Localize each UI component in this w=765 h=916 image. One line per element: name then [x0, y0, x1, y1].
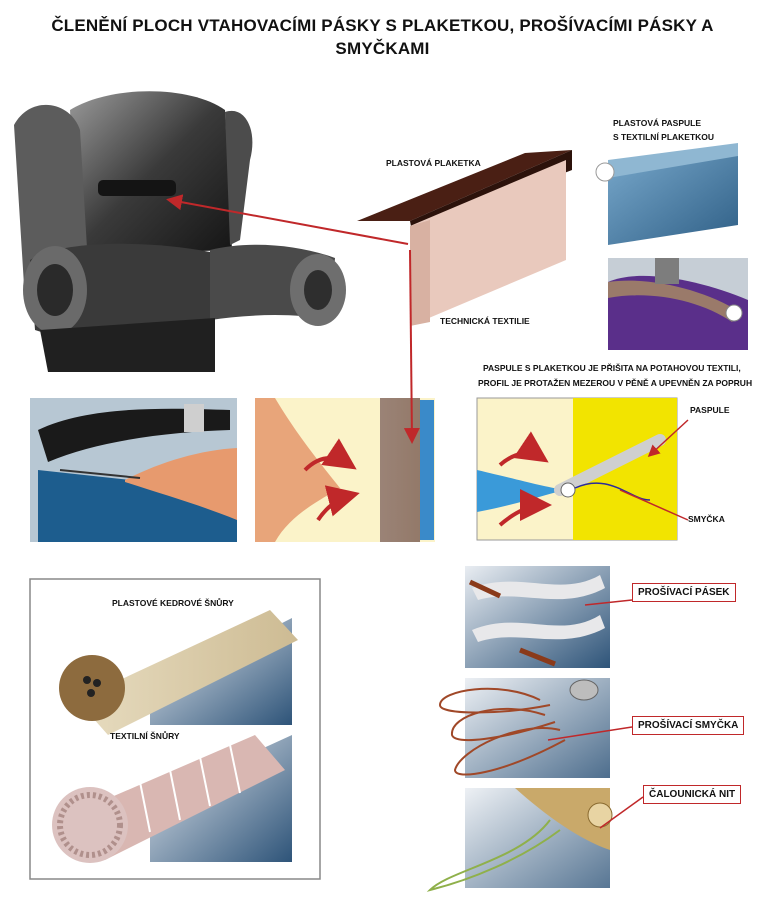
label-stitching-tape: PROŠÍVACÍ PÁSEK	[632, 583, 736, 602]
armchair-illustration	[14, 91, 346, 372]
label-upholstery-thread: ČALOUNICKÁ NIT	[643, 785, 742, 804]
callout-arrows	[166, 194, 689, 829]
label-plastic-piping-line-2: S TEXTILNÍ PLAKETKOU	[613, 132, 715, 142]
page-title-line-1: ČLENĚNÍ PLOCH VTAHOVACÍMI PÁSKY S PLAKET…	[51, 16, 714, 35]
cords-box	[29, 578, 321, 880]
foam-insertion-panel	[255, 398, 435, 542]
label-plastic-cords: PLASTOVÉ KEDROVÉ ŠNŮRY	[112, 598, 234, 608]
label-piping: PASPULE	[690, 405, 730, 415]
stitching-tape-illustration	[465, 566, 610, 668]
plastic-piping-illustration	[595, 143, 738, 245]
label-loop: SMYČKA	[688, 514, 725, 524]
page-title-line-2: SMYČKAMI	[335, 39, 430, 58]
label-textile-cords: TEXTILNÍ ŠNŮRY	[110, 731, 180, 741]
label-stitching-loop: PROŠÍVACÍ SMYČKA	[632, 716, 745, 735]
plaque-profile-illustration	[357, 150, 572, 326]
label-sewn-note-line-2: PROFIL JE PROTAŽEN MEZEROU V PĚNĚ A UPEV…	[478, 378, 753, 388]
piping-loop-panel	[476, 397, 678, 541]
label-technical-textile: TECHNICKÁ TEXTILIE	[440, 316, 530, 326]
sewing-detail-panel	[30, 398, 237, 542]
label-plastic-piping-line-1: PLASTOVÁ PASPULE	[613, 118, 702, 128]
label-sewn-note-line-1: PASPULE S PLAKETKOU JE PŘIŠITA NA POTAHO…	[483, 363, 741, 373]
label-plastic-plaque: PLASTOVÁ PLAKETKA	[386, 158, 481, 168]
piping-detail-photo	[608, 258, 748, 350]
stitching-loop-illustration	[438, 678, 610, 778]
upholstery-thread-illustration	[426, 788, 613, 892]
